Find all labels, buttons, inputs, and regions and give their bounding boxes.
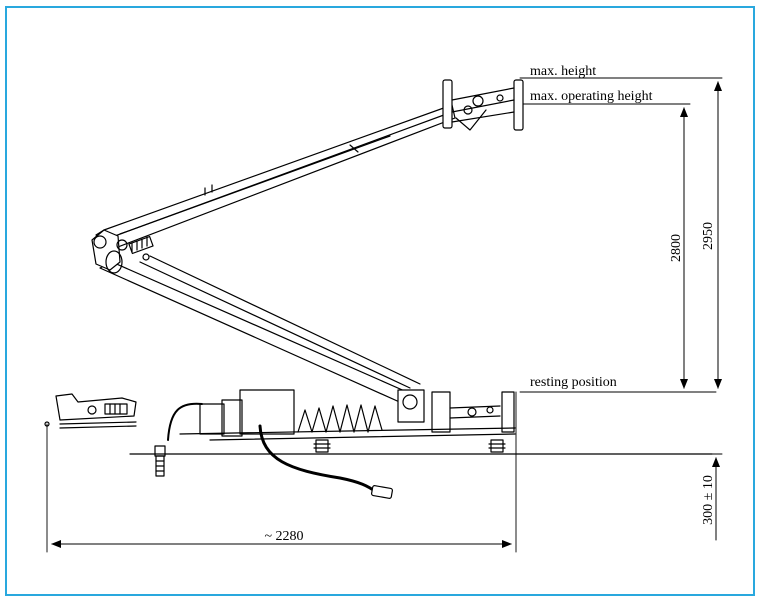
cable: [167, 402, 393, 499]
knuckle-joint: [91, 229, 154, 274]
extension-lines: [46, 77, 723, 553]
base-frame: [179, 389, 516, 441]
mounting-feet: [313, 439, 506, 453]
base-height-dimension-label: 300 ± 10: [701, 475, 716, 525]
dimension-arrows: [51, 81, 722, 548]
lowering-device: [44, 393, 137, 429]
resting-position-label: resting position: [530, 375, 617, 390]
max-operating-height-label: max. operating height: [530, 89, 653, 104]
upper-arm: [95, 104, 456, 251]
operating-height-dimension-label: 2800: [669, 234, 684, 262]
pan-head: [442, 79, 524, 131]
length-dimension-label: ~ 2280: [264, 529, 303, 544]
total-height-dimension-label: 2950: [701, 222, 716, 250]
ground-bolt: [154, 445, 166, 477]
lower-arm: [99, 255, 421, 405]
diagram-frame: [5, 6, 755, 596]
max-height-label: max. height: [530, 64, 596, 79]
